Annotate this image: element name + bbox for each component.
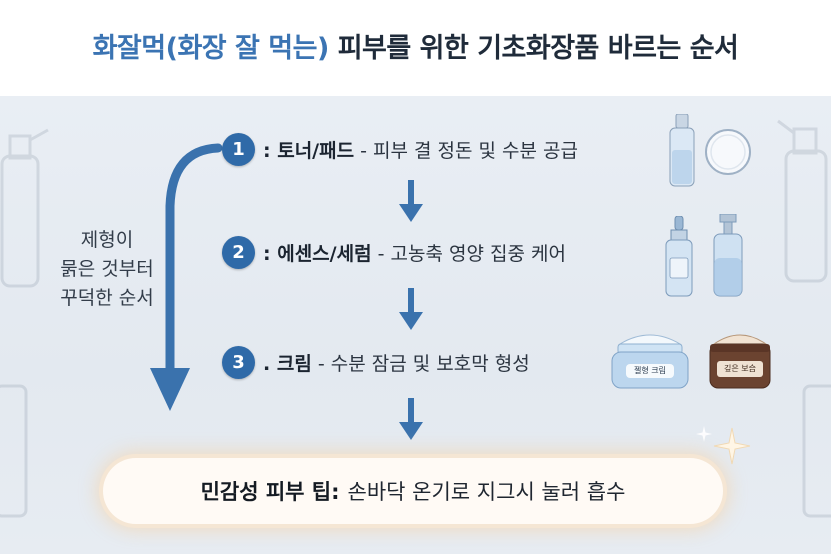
- step-description: - 고농축 영양 집중 케어: [377, 243, 566, 265]
- sparkle-icon: [713, 427, 751, 465]
- down-arrow-icon: [399, 180, 423, 222]
- tip-text: 손바닥 온기로 지그시 눌러 흡수: [347, 480, 626, 504]
- toner-bottle-icon: [669, 114, 695, 187]
- step-label: : 에센스/세럼 - 고농축 영양 집중 케어: [263, 239, 566, 266]
- step-label: : 토너/패드 - 피부 결 정돈 및 수분 공급: [263, 136, 578, 163]
- gel-cream-jar: 젤형 크림: [608, 330, 692, 390]
- rich-cream-jar-icon: [709, 334, 771, 389]
- decorative-bottle-right-icon: [777, 119, 828, 283]
- rich-cream-label: 깊은 보습: [717, 361, 763, 377]
- step-cream: 3 . 크림 - 수분 잠금 및 보호막 형성: [222, 346, 530, 379]
- title-accent: 화잘먹(화장 잘 먹는): [92, 32, 330, 64]
- rich-cream-jar: 깊은 보습: [704, 328, 776, 390]
- gel-cream-label: 젤형 크림: [626, 364, 674, 378]
- step-number-badge: 3: [222, 346, 255, 379]
- step-name: : 토너/패드: [263, 140, 355, 162]
- step-number-badge: 1: [222, 133, 255, 166]
- decorative-bottle-left-icon: [0, 128, 49, 288]
- guide-panel: 제형이 묽은 것부터 꾸덕한 순서 1 : 토너/패드 - 피부 결 정돈 및 …: [0, 96, 831, 554]
- step-name: . 크림: [263, 353, 312, 375]
- order-flow-arrow-icon: [150, 143, 223, 411]
- order-hint-line: 꾸덕한 순서: [60, 287, 154, 309]
- order-hint: 제형이 묽은 것부터 꾸덕한 순서: [52, 226, 162, 313]
- gel-cream-jar-icon: [611, 334, 689, 389]
- step-description: - 피부 결 정돈 및 수분 공급: [360, 140, 579, 162]
- title-rest: 피부를 위한 기초화장품 바르는 순서: [337, 32, 739, 64]
- header: 화잘먹(화장 잘 먹는) 피부를 위한 기초화장품 바르는 순서: [0, 0, 831, 96]
- step-name: : 에센스/세럼: [263, 243, 372, 265]
- serum-dropper-icon: [665, 216, 693, 297]
- toner-pad-icon: [705, 129, 751, 175]
- decorative-bottle-left-lower-icon: [0, 384, 28, 518]
- order-hint-line: 묽은 것부터: [60, 258, 154, 280]
- decorative-jar-right-icon: [802, 384, 831, 518]
- down-arrow-icon: [399, 288, 423, 330]
- sensitive-skin-tip: 민감성 피부 팁: 손바닥 온기로 지그시 눌러 흡수: [103, 458, 723, 524]
- page-title: 화잘먹(화장 잘 먹는) 피부를 위한 기초화장품 바르는 순서: [93, 26, 739, 65]
- step-description: - 수분 잠금 및 보호막 형성: [317, 353, 530, 375]
- step-label: . 크림 - 수분 잠금 및 보호막 형성: [263, 349, 530, 376]
- step-number-badge: 2: [222, 236, 255, 269]
- step-essence: 2 : 에센스/세럼 - 고농축 영양 집중 케어: [222, 236, 566, 269]
- serum-pump-icon: [713, 214, 743, 297]
- order-hint-line: 제형이: [80, 229, 134, 251]
- down-arrow-icon: [399, 398, 423, 440]
- sparkle-small-icon: [696, 426, 712, 442]
- step-toner: 1 : 토너/패드 - 피부 결 정돈 및 수분 공급: [222, 133, 578, 166]
- tip-label: 민감성 피부 팁:: [200, 480, 340, 504]
